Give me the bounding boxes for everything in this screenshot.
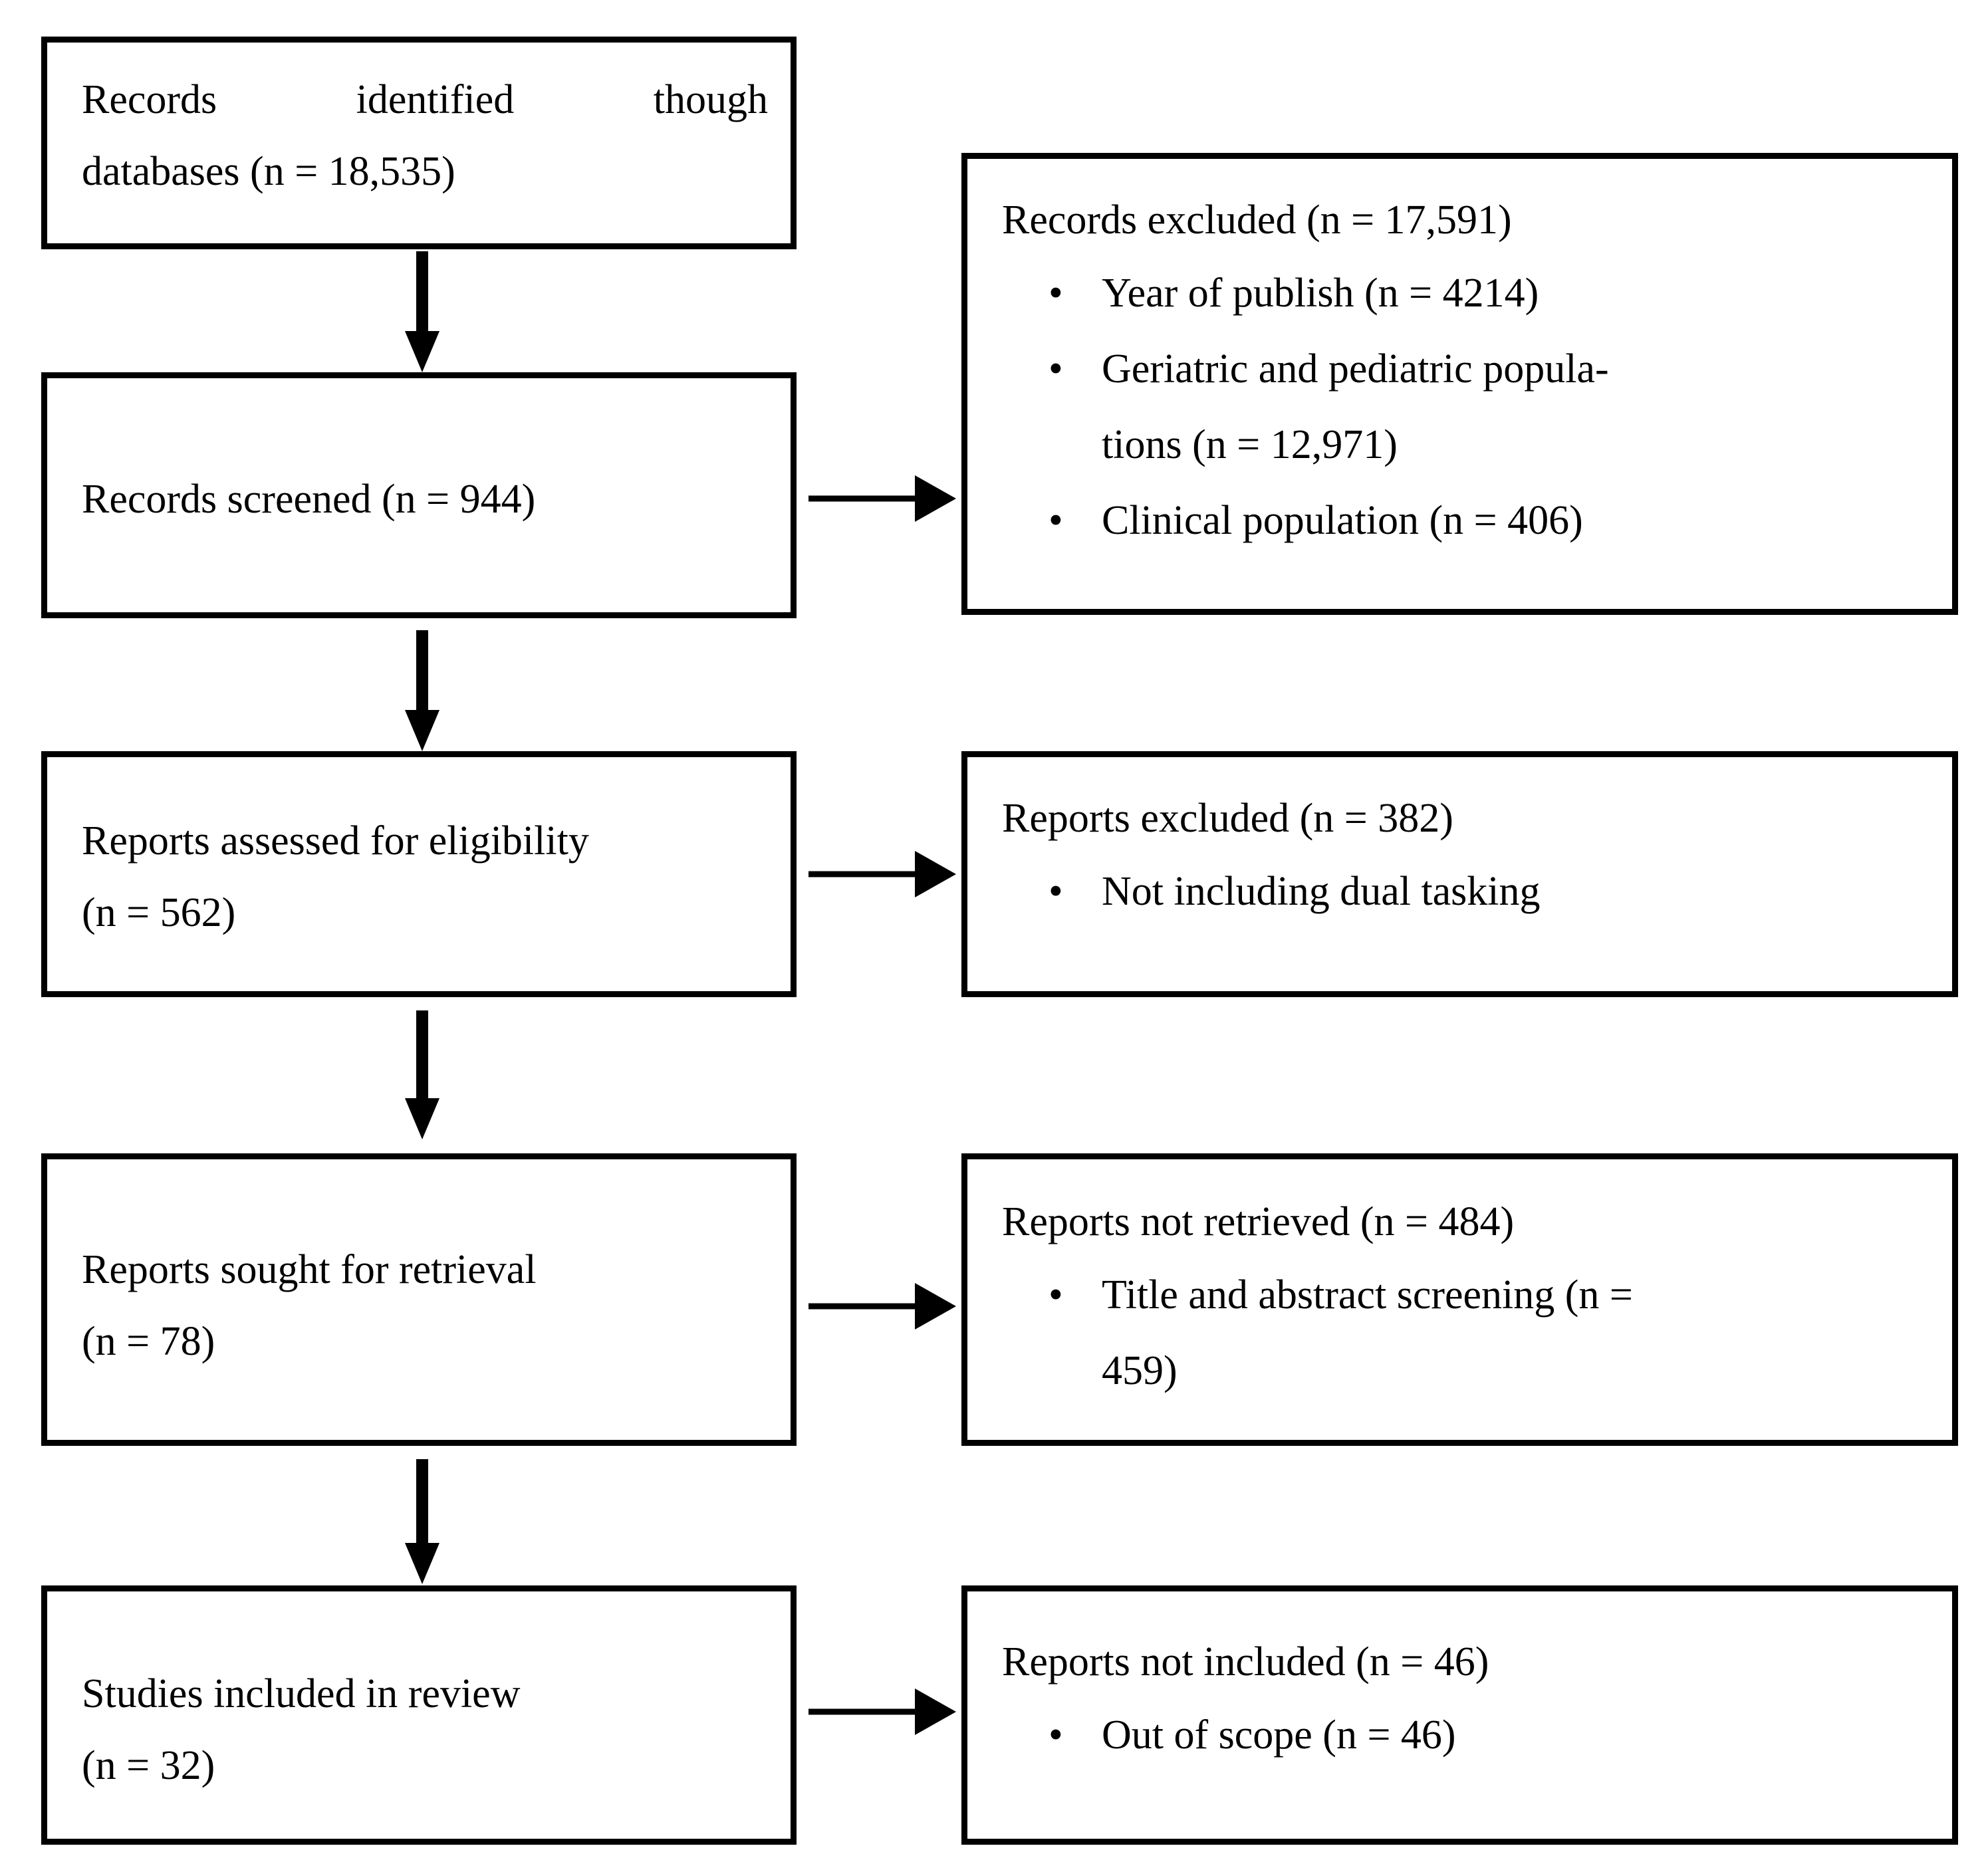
records-screened-line1: Records screened (n = 944) xyxy=(82,477,536,522)
list-item-label: Year of publish (n = 4214) xyxy=(1102,271,1539,316)
reports-assessed-line2: (n = 562) xyxy=(82,890,236,935)
box-reports-sought: Reports sought for retrieval (n = 78) xyxy=(41,1153,797,1446)
box-reports-assessed: Reports assessed for eligibility (n = 56… xyxy=(41,751,797,997)
arrow-sought-to-included xyxy=(402,1459,442,1585)
list-item-label: 459) xyxy=(1102,1348,1178,1393)
list-item-label: Out of scope (n = 46) xyxy=(1102,1712,1456,1758)
reports-not-included-heading: Reports not included (n = 46) xyxy=(1002,1639,1489,1685)
reports-assessed-line1: Reports assessed for eligibility xyxy=(82,818,589,864)
box-studies-included: Studies included in review (n = 32) xyxy=(41,1585,797,1845)
word-identified: identified xyxy=(356,77,515,122)
box-reports-not-retrieved: Reports not retrieved (n = 484) • Title … xyxy=(961,1153,1958,1446)
arrow-head xyxy=(405,1098,439,1139)
list-item: • Not including dual tasking xyxy=(1002,856,1935,927)
arrow-screened-to-records-excluded xyxy=(808,475,961,522)
reports-not-included-bullet-list: • Out of scope (n = 46) xyxy=(1002,1699,1935,1775)
bullet-icon: • xyxy=(1049,498,1063,543)
list-item: • Clinical population (n = 406) xyxy=(1002,485,1935,556)
box-records-excluded: Records excluded (n = 17,591) • Year of … xyxy=(961,153,1958,615)
word-though: though xyxy=(653,77,768,122)
arrow-shaft xyxy=(808,495,920,502)
list-item: • Year of publish (n = 4214) xyxy=(1002,257,1935,329)
arrow-shaft xyxy=(808,1708,920,1715)
list-item-label: Not including dual tasking xyxy=(1102,869,1541,914)
arrow-shaft xyxy=(416,630,428,710)
reports-excluded-bullet-list: • Not including dual tasking xyxy=(1002,856,1935,931)
bullet-icon: • xyxy=(1049,1712,1063,1758)
arrow-head xyxy=(405,1543,439,1584)
reports-excluded-heading: Reports excluded (n = 382) xyxy=(1002,796,1453,841)
records-excluded-bullet-list: • Year of publish (n = 4214) • Geriatric… xyxy=(1002,257,1935,560)
box-reports-excluded: Reports excluded (n = 382) • Not includi… xyxy=(961,751,1958,997)
list-item-label: Clinical population (n = 406) xyxy=(1102,498,1583,543)
arrow-screened-to-assessed xyxy=(402,630,442,751)
studies-included-line1: Studies included in review xyxy=(82,1671,521,1716)
bullet-icon: • xyxy=(1049,869,1063,914)
bullet-icon: • xyxy=(1049,346,1063,392)
arrow-shaft xyxy=(416,251,428,331)
arrow-head xyxy=(405,710,439,751)
list-item: • Geriatric and pediatric popula- xyxy=(1002,333,1935,405)
box-reports-not-included: Reports not included (n = 46) • Out of s… xyxy=(961,1585,1958,1845)
records-identified-line2: databases (n = 18,535) xyxy=(82,149,455,194)
arrow-shaft xyxy=(416,1459,428,1543)
list-item: • Out of scope (n = 46) xyxy=(1002,1699,1935,1771)
arrow-shaft xyxy=(416,1010,428,1098)
arrow-head xyxy=(915,851,956,897)
list-item-label: Title and abstract screening (n = xyxy=(1102,1272,1633,1318)
studies-included-line2: (n = 32) xyxy=(82,1743,215,1788)
records-excluded-heading: Records excluded (n = 17,591) xyxy=(1002,197,1512,243)
records-identified-line1: Records identified though xyxy=(82,64,768,136)
reports-not-retrieved-heading: Reports not retrieved (n = 484) xyxy=(1002,1199,1515,1244)
reports-sought-line2: (n = 78) xyxy=(82,1319,215,1364)
arrow-sought-to-not-retrieved xyxy=(808,1283,961,1330)
arrow-assessed-to-sought xyxy=(402,1010,442,1143)
box-records-screened: Records screened (n = 944) xyxy=(41,372,797,618)
arrow-head xyxy=(915,475,956,522)
arrow-identified-to-screened xyxy=(402,251,442,372)
list-item: • Title and abstract screening (n = xyxy=(1002,1259,1935,1331)
list-item-continuation: 459) xyxy=(1002,1335,1935,1407)
word-records: Records xyxy=(82,77,217,122)
bullet-icon: • xyxy=(1049,1272,1063,1318)
list-item-label: Geriatric and pediatric popula- xyxy=(1102,346,1609,392)
reports-not-retrieved-bullet-list: • Title and abstract screening (n = 459) xyxy=(1002,1259,1935,1411)
arrow-head xyxy=(915,1688,956,1735)
arrow-included-to-not-included xyxy=(808,1688,961,1735)
arrow-head xyxy=(915,1283,956,1330)
list-item-continuation: tions (n = 12,971) xyxy=(1002,409,1935,481)
arrow-shaft xyxy=(808,871,920,877)
arrow-shaft xyxy=(808,1303,920,1310)
bullet-icon: • xyxy=(1049,271,1063,316)
list-item-label: tions (n = 12,971) xyxy=(1102,422,1398,467)
box-records-identified: Records identified though databases (n =… xyxy=(41,37,797,249)
reports-sought-line1: Reports sought for retrieval xyxy=(82,1247,537,1292)
arrow-assessed-to-reports-excluded xyxy=(808,851,961,897)
arrow-head xyxy=(405,331,439,372)
